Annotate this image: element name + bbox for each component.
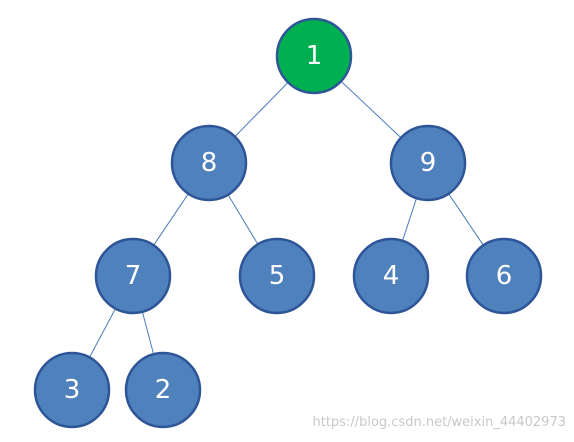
node-label: 8 <box>201 148 218 178</box>
edge-n1-n9 <box>340 80 402 139</box>
node-label: 7 <box>125 261 142 291</box>
node-circle <box>170 124 248 202</box>
node-circle <box>275 17 353 95</box>
tree-node-8: 8 <box>170 124 248 202</box>
node-label: 9 <box>420 148 437 178</box>
edge-n9-n6 <box>448 193 484 246</box>
edge-n1-n8 <box>234 82 289 137</box>
nodes: 1 8 9 7 5 4 6 3 2 <box>33 17 543 429</box>
node-circle <box>33 351 111 429</box>
node-circle <box>389 124 467 202</box>
node-circle <box>352 237 430 315</box>
tree-node-7: 7 <box>94 237 172 315</box>
watermark-text: https://blog.csdn.net/weixin_44402973 <box>312 415 566 430</box>
edge-n7-n3 <box>89 308 116 358</box>
edge-n9-n4 <box>402 198 417 241</box>
edge-n8-n7 <box>153 193 189 246</box>
tree-node-5: 5 <box>238 237 316 315</box>
edge-n7-n2 <box>141 311 155 355</box>
node-circle <box>94 237 172 315</box>
node-label: 2 <box>155 375 172 405</box>
tree-node-6: 6 <box>465 237 543 315</box>
node-circle <box>238 237 316 315</box>
edge-n8-n5 <box>227 194 259 245</box>
tree-node-1: 1 <box>275 17 353 95</box>
tree-node-4: 4 <box>352 237 430 315</box>
edges <box>89 80 484 358</box>
node-circle <box>465 237 543 315</box>
tree-node-2: 2 <box>124 351 202 429</box>
node-label: 1 <box>306 41 323 71</box>
node-label: 4 <box>383 261 400 291</box>
node-circle <box>124 351 202 429</box>
node-label: 6 <box>496 261 513 291</box>
node-label: 3 <box>64 375 81 405</box>
tree-node-3: 3 <box>33 351 111 429</box>
tree-node-9: 9 <box>389 124 467 202</box>
node-label: 5 <box>269 261 286 291</box>
